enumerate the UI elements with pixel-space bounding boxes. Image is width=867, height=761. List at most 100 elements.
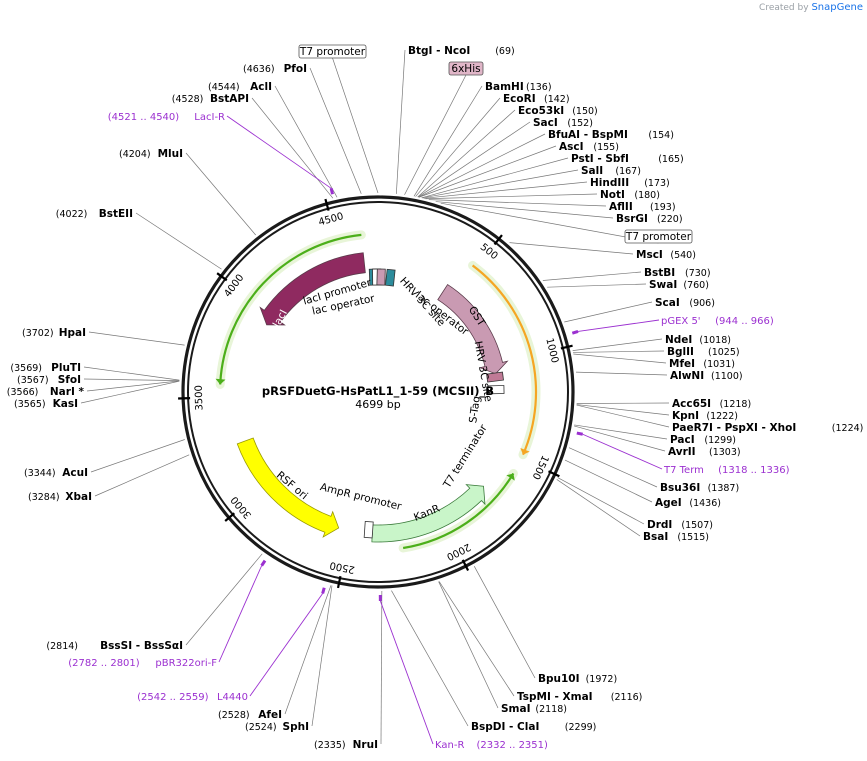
enzyme-label[interactable]: BglII(1025) — [667, 346, 740, 358]
enzyme-name: Bsu36I — [660, 482, 700, 494]
primer-site-1 — [576, 431, 583, 436]
enzyme-label[interactable]: KpnI (1222) — [672, 410, 738, 422]
enzyme-leader-line — [572, 338, 663, 351]
enzyme-label[interactable]: BssSI - BssSαI(2814) — [46, 640, 183, 652]
enzyme-label[interactable]: AclI(4544) — [208, 81, 272, 93]
enzyme-label[interactable]: XbaI(3284) — [28, 491, 92, 503]
enzyme-label[interactable]: Bsu36I(1387) — [660, 482, 739, 494]
primer-name: L4440 — [217, 692, 248, 703]
boxed-feature-label[interactable]: 6xHis — [448, 61, 484, 76]
enzyme-label[interactable]: HpaI(3702) — [22, 327, 86, 339]
orf-arc-green-bottom-arrowhead — [506, 473, 515, 481]
primer-label[interactable]: pBR322ori-F(2782 .. 2801) — [68, 658, 217, 669]
enzyme-label[interactable]: ScaI (906) — [655, 297, 715, 309]
primer-label[interactable]: Kan-R(2332 .. 2351) — [435, 740, 548, 751]
enzyme-name: PfoI — [284, 63, 307, 75]
enzyme-label[interactable]: AscI(155) — [559, 141, 619, 153]
boxed-feature-label[interactable]: T7 promoter — [298, 44, 367, 59]
enzyme-label[interactable]: MluI(4204) — [119, 148, 183, 160]
enzyme-label[interactable]: PaeR7I - PspXI - XhoI(1224) — [672, 422, 863, 434]
enzyme-label[interactable]: BstEII(4022) — [56, 208, 133, 220]
enzyme-label[interactable]: BtgI - NcoI(69) — [408, 45, 515, 57]
enzyme-position: (2524) — [245, 722, 277, 733]
enzyme-label[interactable]: EcoRI(142) — [503, 93, 570, 105]
primer-label[interactable]: pGEX 5'(944 .. 966) — [661, 316, 774, 327]
tick-mark — [493, 234, 503, 246]
enzyme-label[interactable]: AfeI(2528) — [218, 709, 282, 721]
primer-label[interactable]: T7 Term(1318 .. 1336) — [663, 465, 790, 476]
enzyme-leader-line — [564, 301, 653, 323]
enzyme-label[interactable]: SfoI(3567) — [17, 374, 81, 386]
enzyme-leader-line — [421, 157, 569, 199]
enzyme-label[interactable]: Eco53kI(150) — [518, 105, 598, 117]
enzyme-label[interactable]: BstBI(730) — [644, 267, 711, 279]
enzyme-label[interactable]: SmaI(2118) — [501, 703, 567, 715]
enzyme-label[interactable]: PstI - SbfI(165) — [571, 153, 684, 165]
tick-mark — [548, 470, 560, 478]
enzyme-leader-line — [556, 479, 641, 537]
enzyme-name: AgeI — [655, 497, 682, 509]
enzyme-position: (2814) — [46, 641, 78, 652]
enzyme-name: KpnI — [672, 410, 699, 422]
enzyme-label[interactable]: AflII(193) — [609, 201, 676, 213]
enzyme-label[interactable]: BamHI(136) — [485, 81, 552, 93]
enzyme-leader-line — [547, 283, 647, 288]
enzyme-label[interactable]: Acc65I(1218) — [672, 398, 751, 410]
enzyme-label[interactable]: NotI(180) — [600, 189, 660, 201]
enzyme-label[interactable]: SphI(2524) — [245, 721, 309, 733]
enzyme-leader-line — [425, 193, 598, 200]
enzyme-label[interactable]: NdeI(1018) — [665, 334, 731, 346]
enzyme-label[interactable]: PfoI(4636) — [243, 63, 307, 75]
enzyme-label[interactable]: AlwNI(1100) — [670, 370, 743, 382]
enzyme-label[interactable]: MscI(540) — [636, 249, 696, 261]
enzyme-leader-line — [509, 242, 634, 255]
boxed-feature-label[interactable]: T7 promoter — [624, 229, 693, 244]
enzyme-leader-line — [413, 85, 483, 197]
enzyme-label[interactable]: Bpu10I(1972) — [538, 673, 617, 685]
enzyme-position: (1222) — [706, 411, 738, 422]
enzyme-label[interactable]: PluTI(3569) — [10, 362, 81, 374]
primer-label[interactable]: LacI-R(4521 .. 4540) — [108, 112, 225, 123]
enzyme-label[interactable]: BfuAI - BspMI(154) — [548, 129, 674, 141]
enzyme-label[interactable]: HindIII(173) — [590, 177, 670, 189]
enzyme-label[interactable]: AvrII(1303) — [668, 446, 741, 458]
enzyme-position: (906) — [689, 298, 715, 309]
enzyme-label[interactable]: BsrGI(220) — [616, 213, 683, 225]
boxed-label-text: T7 promoter — [625, 231, 692, 243]
enzyme-label[interactable]: KasI(3565) — [14, 398, 78, 410]
enzyme-name: BsrGI — [616, 213, 648, 225]
enzyme-leader-line — [311, 585, 333, 727]
enzyme-leader-line — [309, 67, 362, 194]
orf-arc-orange-arrowhead — [520, 448, 530, 455]
enzyme-name: BspDI - ClaI — [471, 721, 539, 733]
enzyme-label[interactable]: PacI(1299) — [670, 434, 736, 446]
enzyme-label[interactable]: MfeI(1031) — [669, 358, 735, 370]
enzyme-leader-line — [251, 97, 334, 199]
enzyme-label[interactable]: AgeI(1436) — [655, 497, 721, 509]
enzyme-position: (1299) — [704, 435, 736, 446]
enzyme-label[interactable]: BspDI - ClaI(2299) — [471, 721, 596, 733]
primer-site-5 — [329, 187, 334, 195]
enzyme-position: (1025) — [708, 347, 740, 358]
enzyme-name: ScaI — [655, 297, 680, 309]
enzyme-label[interactable]: DrdI(1507) — [647, 519, 713, 531]
enzyme-label[interactable]: AcuI(3344) — [24, 467, 88, 479]
enzyme-name: NdeI — [665, 334, 692, 346]
boxed-label-text: T7 promoter — [299, 46, 366, 58]
enzyme-label[interactable]: NruI(2335) — [314, 739, 378, 751]
enzyme-label[interactable]: SwaI(760) — [649, 279, 709, 291]
enzyme-name: BsaI — [643, 531, 668, 543]
enzyme-name: BfuAI - BspMI — [548, 129, 628, 141]
enzyme-label[interactable]: BsaI(1515) — [643, 531, 709, 543]
enzyme-leader-line — [274, 85, 338, 198]
enzyme-position: (2118) — [535, 704, 567, 715]
enzyme-label[interactable]: SalI(167) — [581, 165, 641, 177]
enzyme-leader-line — [185, 152, 256, 236]
primer-label[interactable]: L4440(2542 .. 2559) — [137, 692, 248, 703]
enzyme-label[interactable]: NarI *(3566) — [7, 386, 85, 398]
enzyme-label[interactable]: BstAPI(4528) — [172, 93, 249, 105]
enzyme-label[interactable]: TspMI - XmaI(2116) — [517, 691, 642, 703]
snapgene-credit: Created by SnapGene — [759, 2, 863, 13]
enzyme-position: (3565) — [14, 399, 46, 410]
enzyme-label[interactable]: SacI(152) — [533, 117, 593, 129]
